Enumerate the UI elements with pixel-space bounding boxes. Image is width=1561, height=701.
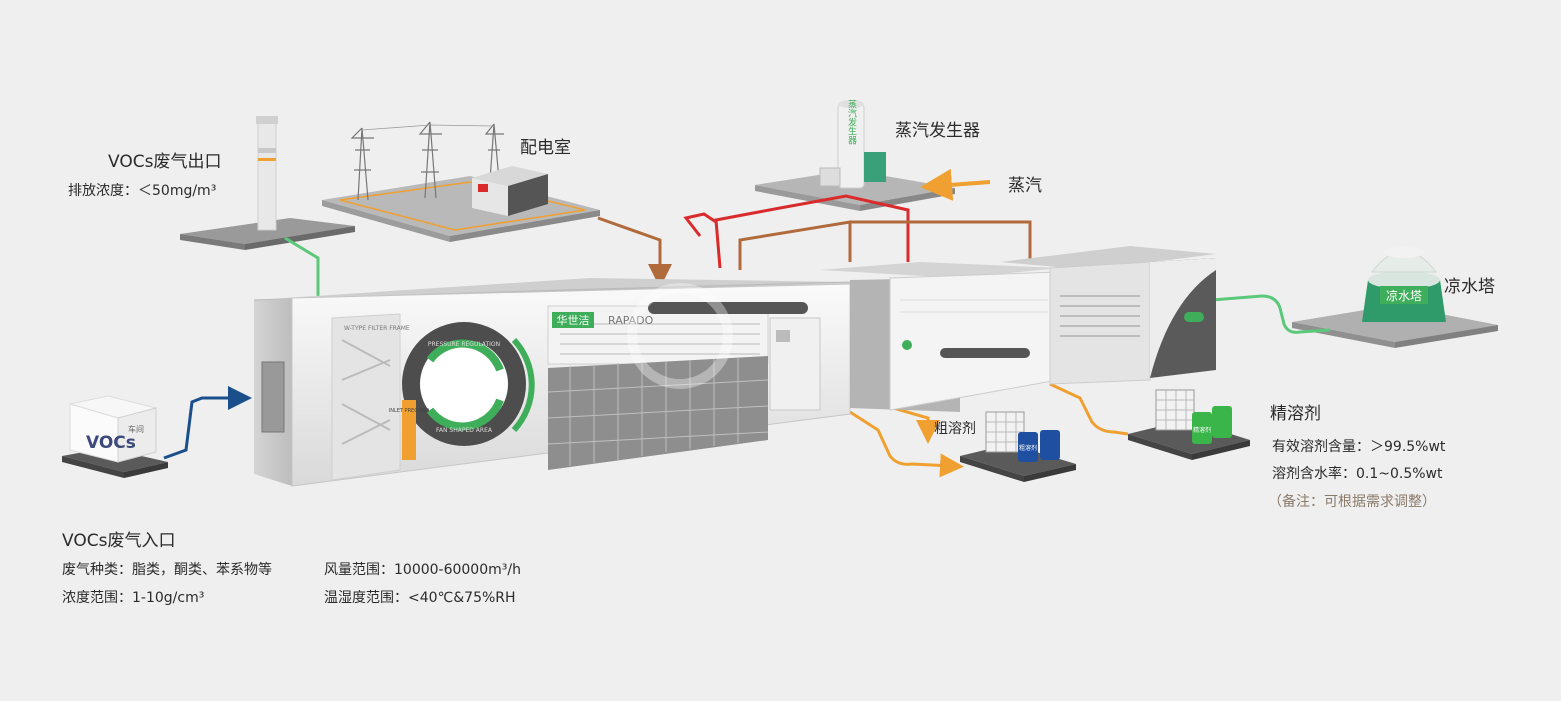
refined-solvent-title: 精溶剂 [1270, 404, 1321, 424]
outlet-platform [180, 218, 355, 250]
power-room-title: 配电室 [520, 138, 571, 158]
pipe-steam-in [920, 168, 991, 201]
crude-solvent-tote: 粗溶剂 [985, 411, 1060, 462]
steam-label: 蒸汽 [1008, 176, 1042, 196]
outlet-emission: 排放浓度：＜50mg/m³ [68, 183, 217, 199]
inlet-concentration: 浓度范围：1-10g/cm³ [62, 590, 205, 606]
steam-generator-title: 蒸汽发生器 [895, 121, 980, 141]
pipe-cooling-green [1211, 294, 1331, 334]
ring-top-label: PRESSURE REGULATION [428, 341, 500, 348]
cooling-tower-title: 凉水塔 [1444, 277, 1495, 297]
pipe-exhaust-green [284, 236, 320, 298]
crude-drum-label: 粗溶剂 [1019, 444, 1037, 452]
chimney [256, 116, 278, 231]
steam-tank-label: 蒸汽发生器 [846, 98, 857, 144]
steam-generator-tank: 蒸汽发生器 [819, 98, 886, 189]
power-room-building [472, 166, 548, 216]
pipe-inlet-blue [163, 386, 252, 460]
inlet-title: VOCs废气入口 [62, 531, 176, 551]
refined-note: （备注：可根据需求调整） [1268, 494, 1436, 510]
crude-solvent-title: 粗溶剂 [934, 421, 976, 437]
pipe-steam-red [714, 194, 910, 269]
safety-label: INLET PRECOND [389, 408, 430, 414]
pipe-crude-orange-2 [885, 404, 940, 444]
refined-content: 有效溶剂含量：＞99.5%wt [1272, 439, 1446, 455]
pipe-steam-red-left [683, 212, 717, 237]
vocs-source-box: VOCs 车间 [69, 395, 157, 463]
vocs-box-tag: 车间 [128, 424, 144, 434]
pipe-crude-orange [849, 410, 964, 478]
filter-frame-label: W-TYPE FILTER FRAME [344, 325, 410, 332]
pipe-refined-orange [1049, 382, 1129, 436]
separator-unit [1000, 246, 1216, 385]
brand-cn: 华世洁 [557, 313, 590, 327]
cooling-platform [1292, 305, 1498, 348]
vocs-box-label: VOCs [86, 433, 136, 453]
cooling-tower: 凉水塔 [1362, 246, 1446, 322]
inlet-temp-humidity: 温湿度范围：<40℃&75%RH [324, 590, 516, 606]
pipe-steam-brown [738, 220, 1032, 270]
brand-en: RAPADO [608, 314, 654, 327]
outlet-title: VOCs废气出口 [108, 152, 222, 172]
condenser-unit [820, 262, 1060, 412]
main-machine: W-TYPE FILTER FRAME PRESSURE REGULATION … [253, 278, 851, 487]
ring-bottom-label: FAN SHAPED AREA [436, 427, 493, 434]
refined-drum-label: 精溶剂 [1193, 426, 1211, 434]
refined-solvent-tote: 精溶剂 [1155, 389, 1232, 444]
refined-water: 溶剂含水率：0.1~0.5%wt [1272, 466, 1443, 482]
power-room-platform [322, 176, 600, 242]
watermark [627, 283, 733, 389]
pipe-power-brown [597, 216, 672, 288]
power-towers [350, 121, 504, 201]
cooling-tower-sign: 凉水塔 [1386, 288, 1422, 303]
inlet-air-volume: 风量范围：10000-60000m³/h [324, 562, 521, 578]
inlet-gas-types: 废气种类：脂类，酮类、苯系物等 [62, 562, 272, 578]
